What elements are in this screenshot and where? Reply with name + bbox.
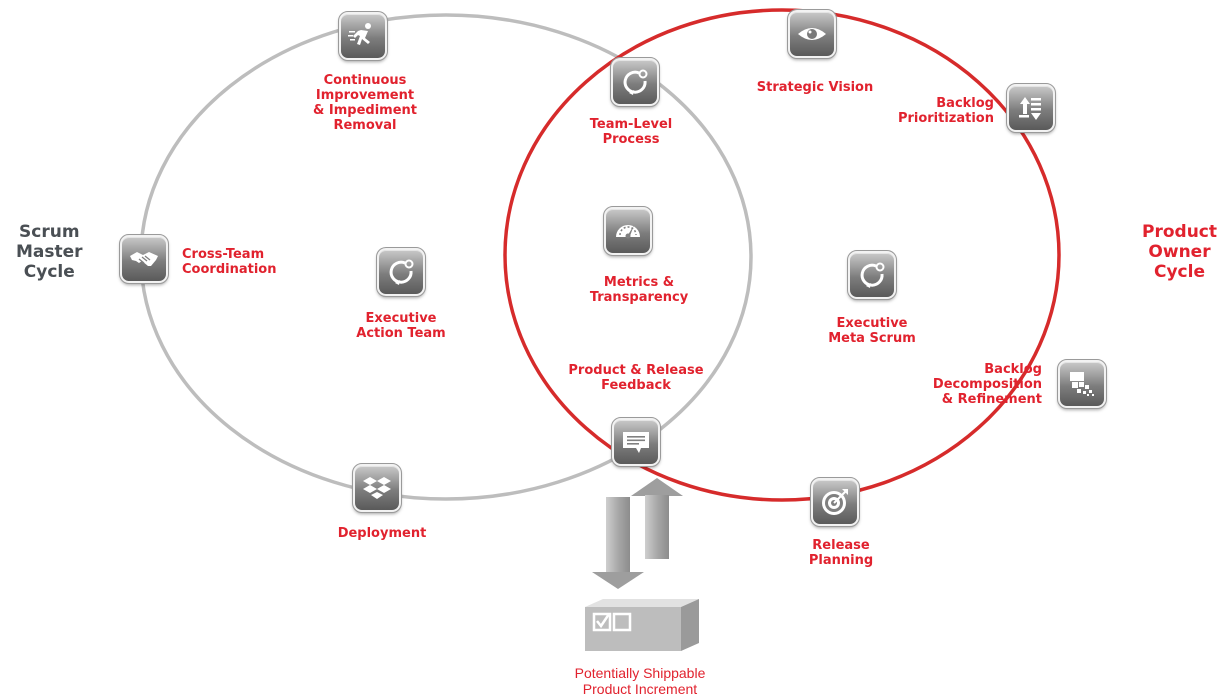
release-planning-label: Release Planning bbox=[808, 538, 874, 568]
eye-icon[interactable] bbox=[787, 9, 837, 59]
backlog-decomposition-label: Backlog Decomposition & Refinement bbox=[932, 362, 1042, 407]
box-icon bbox=[585, 599, 699, 651]
shippable-increment-label: Potentially Shippable Product Increment bbox=[574, 665, 706, 697]
cycle-icon[interactable] bbox=[376, 247, 426, 297]
up-arrow bbox=[631, 478, 683, 559]
continuous-improvement-label: Continuous Improvement & Impediment Remo… bbox=[313, 73, 417, 133]
gauge-icon[interactable] bbox=[603, 206, 653, 256]
metrics-transparency-label: Metrics & Transparency bbox=[589, 275, 689, 305]
sort-icon[interactable] bbox=[1006, 83, 1056, 133]
decompose-icon[interactable] bbox=[1057, 359, 1107, 409]
handshake-icon[interactable] bbox=[119, 234, 169, 284]
dropbox-icon[interactable] bbox=[352, 463, 402, 513]
product-release-feedback-label: Product & Release Feedback bbox=[568, 363, 704, 393]
cycle-icon[interactable] bbox=[847, 250, 897, 300]
executive-action-team-label: Executive Action Team bbox=[356, 311, 446, 341]
target-icon[interactable] bbox=[810, 477, 860, 527]
product-owner-cycle-ring bbox=[503, 8, 1061, 502]
cross-team-coordination-label: Cross-Team Coordination bbox=[182, 247, 277, 277]
runner-icon[interactable] bbox=[338, 11, 388, 61]
cycle-icon[interactable] bbox=[610, 57, 660, 107]
down-arrow bbox=[592, 497, 644, 589]
chat-icon[interactable] bbox=[611, 417, 661, 467]
backlog-prioritization-label: Backlog Prioritization bbox=[897, 96, 994, 126]
deployment-label: Deployment bbox=[337, 526, 427, 541]
team-level-process-label: Team-Level Process bbox=[589, 117, 673, 147]
product-owner-cycle-title: Product Owner Cycle bbox=[1142, 222, 1217, 282]
scrum-master-cycle-title: Scrum Master Cycle bbox=[16, 222, 83, 282]
strategic-vision-label: Strategic Vision bbox=[756, 80, 874, 95]
executive-meta-scrum-label: Executive Meta Scrum bbox=[828, 316, 916, 346]
